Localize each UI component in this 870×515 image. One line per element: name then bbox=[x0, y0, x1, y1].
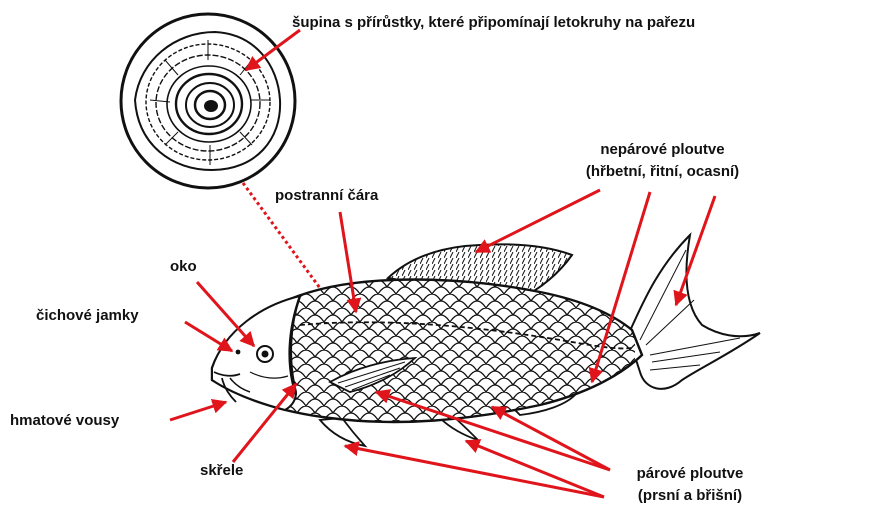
label-paired-fins-detail: (prsní a břišní) bbox=[595, 486, 785, 505]
arrow-nostrils bbox=[185, 322, 232, 351]
label-scale: šupina s přírůstky, které připomínají le… bbox=[292, 13, 695, 32]
arrow-pelvic-fin-upper bbox=[492, 407, 610, 470]
label-unpaired-fins-detail: (hřbetní, řitní, ocasní) bbox=[545, 162, 780, 181]
arrow-dorsal-fin bbox=[476, 190, 600, 252]
carp-illustration bbox=[212, 235, 760, 446]
label-lateral-line: postranní čára bbox=[275, 186, 378, 205]
label-paired-fins-title: párové ploutve bbox=[595, 464, 785, 483]
arrow-barbels bbox=[170, 402, 226, 420]
label-eye: oko bbox=[170, 257, 197, 276]
label-operculum: skřele bbox=[200, 461, 243, 480]
arrow-pelvic-fin-lower bbox=[466, 441, 604, 497]
label-unpaired-fins-title: nepárové ploutve bbox=[545, 140, 780, 159]
label-barbels: hmatové vousy bbox=[10, 411, 119, 430]
scale-magnifier bbox=[121, 14, 295, 188]
label-nostrils: čichové jamky bbox=[36, 306, 139, 325]
